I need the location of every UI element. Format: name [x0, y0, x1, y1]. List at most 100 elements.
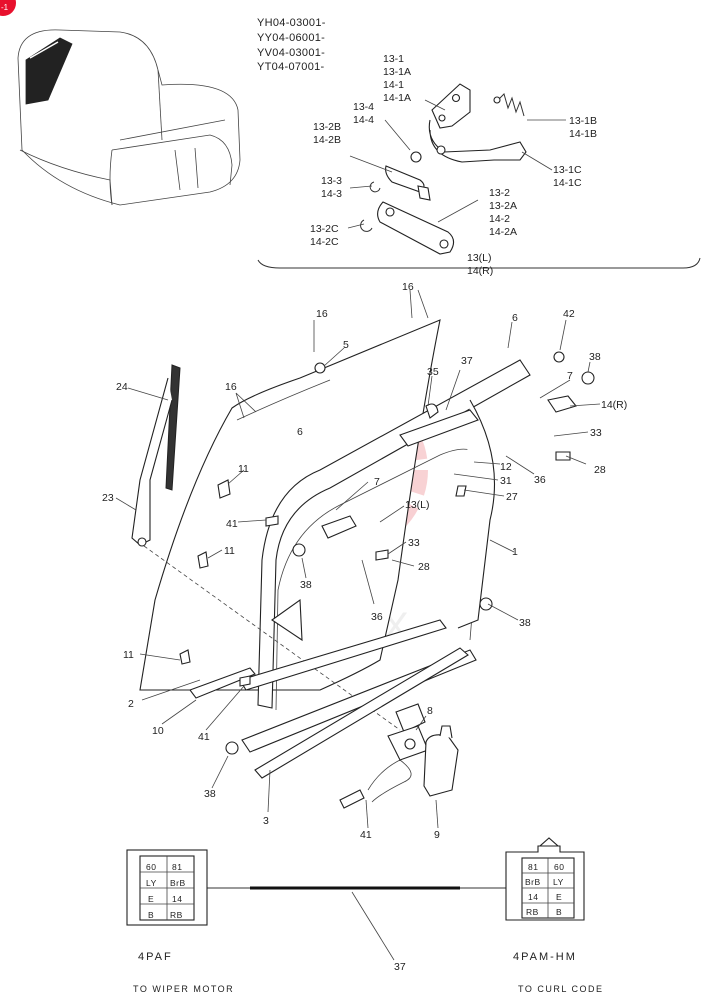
inset-labels: 13-1 13-1A 14-1 14-1A 13-4 14-4 13-2B 14…	[310, 53, 597, 277]
callout-31: 31	[500, 475, 512, 487]
svg-text:E: E	[148, 894, 154, 904]
svg-text:14: 14	[528, 892, 538, 902]
window-frame	[257, 359, 531, 711]
svg-text:BrB: BrB	[525, 877, 541, 887]
small-parts	[179, 351, 595, 755]
spring-part	[493, 93, 525, 117]
connector-name: 4PAM-HM	[513, 951, 577, 963]
svg-text:14-1B: 14-1B	[569, 128, 597, 140]
connector-4paf: 60 81 LY BrB E 14 B RB 4PAF TO WIPER MOT…	[126, 849, 234, 994]
clip-part	[369, 181, 381, 193]
svg-text:BrB: BrB	[170, 878, 186, 888]
callout-7: 7	[374, 476, 380, 488]
callout-6: 6	[297, 426, 303, 438]
callout-38: 38	[519, 617, 531, 629]
callout-36: 36	[534, 474, 546, 486]
svg-text:14-2C: 14-2C	[310, 236, 339, 248]
link-plate-large	[377, 201, 455, 255]
svg-text:14(R): 14(R)	[467, 265, 493, 277]
svg-text:14-1C: 14-1C	[553, 177, 582, 189]
svg-text:-1: -1	[1, 3, 9, 12]
svg-text:13-1: 13-1	[383, 53, 404, 65]
callout-28: 28	[594, 464, 606, 476]
serial-3: YV04-03001-	[257, 47, 325, 59]
callout-10: 10	[152, 725, 164, 737]
svg-text:60: 60	[554, 862, 564, 872]
inset-bracket-line	[257, 257, 701, 269]
callout-41: 41	[360, 829, 372, 841]
callout-38: 38	[300, 579, 312, 591]
serial-number-list: YH04-03001- YY04-06001- YV04-03001- YT04…	[257, 17, 326, 73]
svg-text:13-1A: 13-1A	[383, 66, 411, 78]
callout-33: 33	[590, 427, 602, 439]
callout-42: 42	[563, 308, 575, 320]
serial-1: YH04-03001-	[257, 17, 326, 29]
callout-27: 27	[506, 491, 518, 503]
svg-text:60: 60	[146, 862, 156, 872]
svg-text:13(L): 13(L)	[467, 252, 492, 264]
callout-24: 24	[116, 381, 128, 393]
svg-text:RB: RB	[170, 910, 183, 920]
callout-5: 5	[343, 339, 349, 351]
callout-11: 11	[224, 545, 235, 557]
wiper-arm	[131, 364, 401, 731]
wiper-motor	[387, 703, 429, 761]
callout-36: 36	[371, 611, 383, 623]
callout-28: 28	[418, 561, 430, 573]
callout-37: 37	[461, 355, 473, 367]
callout-16: 16	[402, 281, 414, 293]
wire-harness	[339, 759, 412, 809]
callout-8: 8	[427, 705, 433, 717]
svg-text:14-2: 14-2	[489, 213, 510, 225]
serial-2: YY04-06001-	[257, 32, 325, 44]
svg-text:81: 81	[528, 862, 538, 872]
callout-38: 38	[204, 788, 216, 800]
connector-caption: TO CURL CODE	[518, 984, 604, 994]
callout-35: 35	[427, 366, 439, 378]
callout-38: 38	[589, 351, 601, 363]
svg-text:LY: LY	[553, 877, 564, 887]
svg-text:14-2A: 14-2A	[489, 226, 517, 238]
callout-12: 12	[500, 461, 512, 473]
connector-caption: TO WIPER MOTOR	[133, 984, 234, 994]
callout-7: 7	[567, 370, 573, 382]
callout-41: 41	[198, 731, 210, 743]
svg-text:14-2B: 14-2B	[313, 134, 341, 146]
svg-text:14-1A: 14-1A	[383, 92, 411, 104]
svg-text:14-3: 14-3	[321, 188, 342, 200]
svg-text:14-4: 14-4	[353, 114, 374, 126]
callout-23: 23	[102, 492, 114, 504]
callout-leaders	[115, 289, 601, 961]
callout-11: 11	[238, 463, 249, 475]
svg-text:14-1: 14-1	[383, 79, 404, 91]
callout-11: 11	[123, 649, 134, 661]
svg-text:13-1B: 13-1B	[569, 115, 597, 127]
callout-6: 6	[512, 312, 518, 324]
connector-name: 4PAF	[138, 951, 173, 963]
wiper-rail-and-base	[189, 598, 477, 779]
svg-text:RB: RB	[526, 907, 539, 917]
callout-16: 16	[316, 308, 328, 320]
svg-text:14: 14	[172, 894, 182, 904]
svg-text:B: B	[148, 910, 154, 920]
cab-thumbnail	[17, 29, 241, 206]
svg-text:13-1C: 13-1C	[553, 164, 582, 176]
callout-numbers: 16 16 16 5 6 6 42 38 7 14(R) 37 35 24 23…	[102, 281, 627, 973]
serial-4: YT04-07001-	[257, 61, 325, 73]
svg-text:13-2C: 13-2C	[310, 223, 339, 235]
callout-37: 37	[394, 961, 406, 973]
svg-text:13-3: 13-3	[321, 175, 342, 187]
svg-text:E: E	[556, 892, 562, 902]
pivot-bracket-inset	[257, 83, 701, 269]
connector-4pam-hm: 81 60 BrB LY 14 E RB B 4PAM-HM TO CURL C…	[505, 837, 604, 994]
callout-1: 1	[512, 546, 518, 558]
washer-tank	[423, 725, 459, 797]
callout-2: 2	[128, 698, 134, 710]
callout-3: 3	[263, 815, 269, 827]
svg-text:13-2: 13-2	[489, 187, 510, 199]
svg-text:B: B	[556, 907, 562, 917]
washer-part	[410, 151, 422, 163]
callout-14r: 14(R)	[601, 399, 627, 411]
page-badge: -1	[0, 0, 16, 16]
